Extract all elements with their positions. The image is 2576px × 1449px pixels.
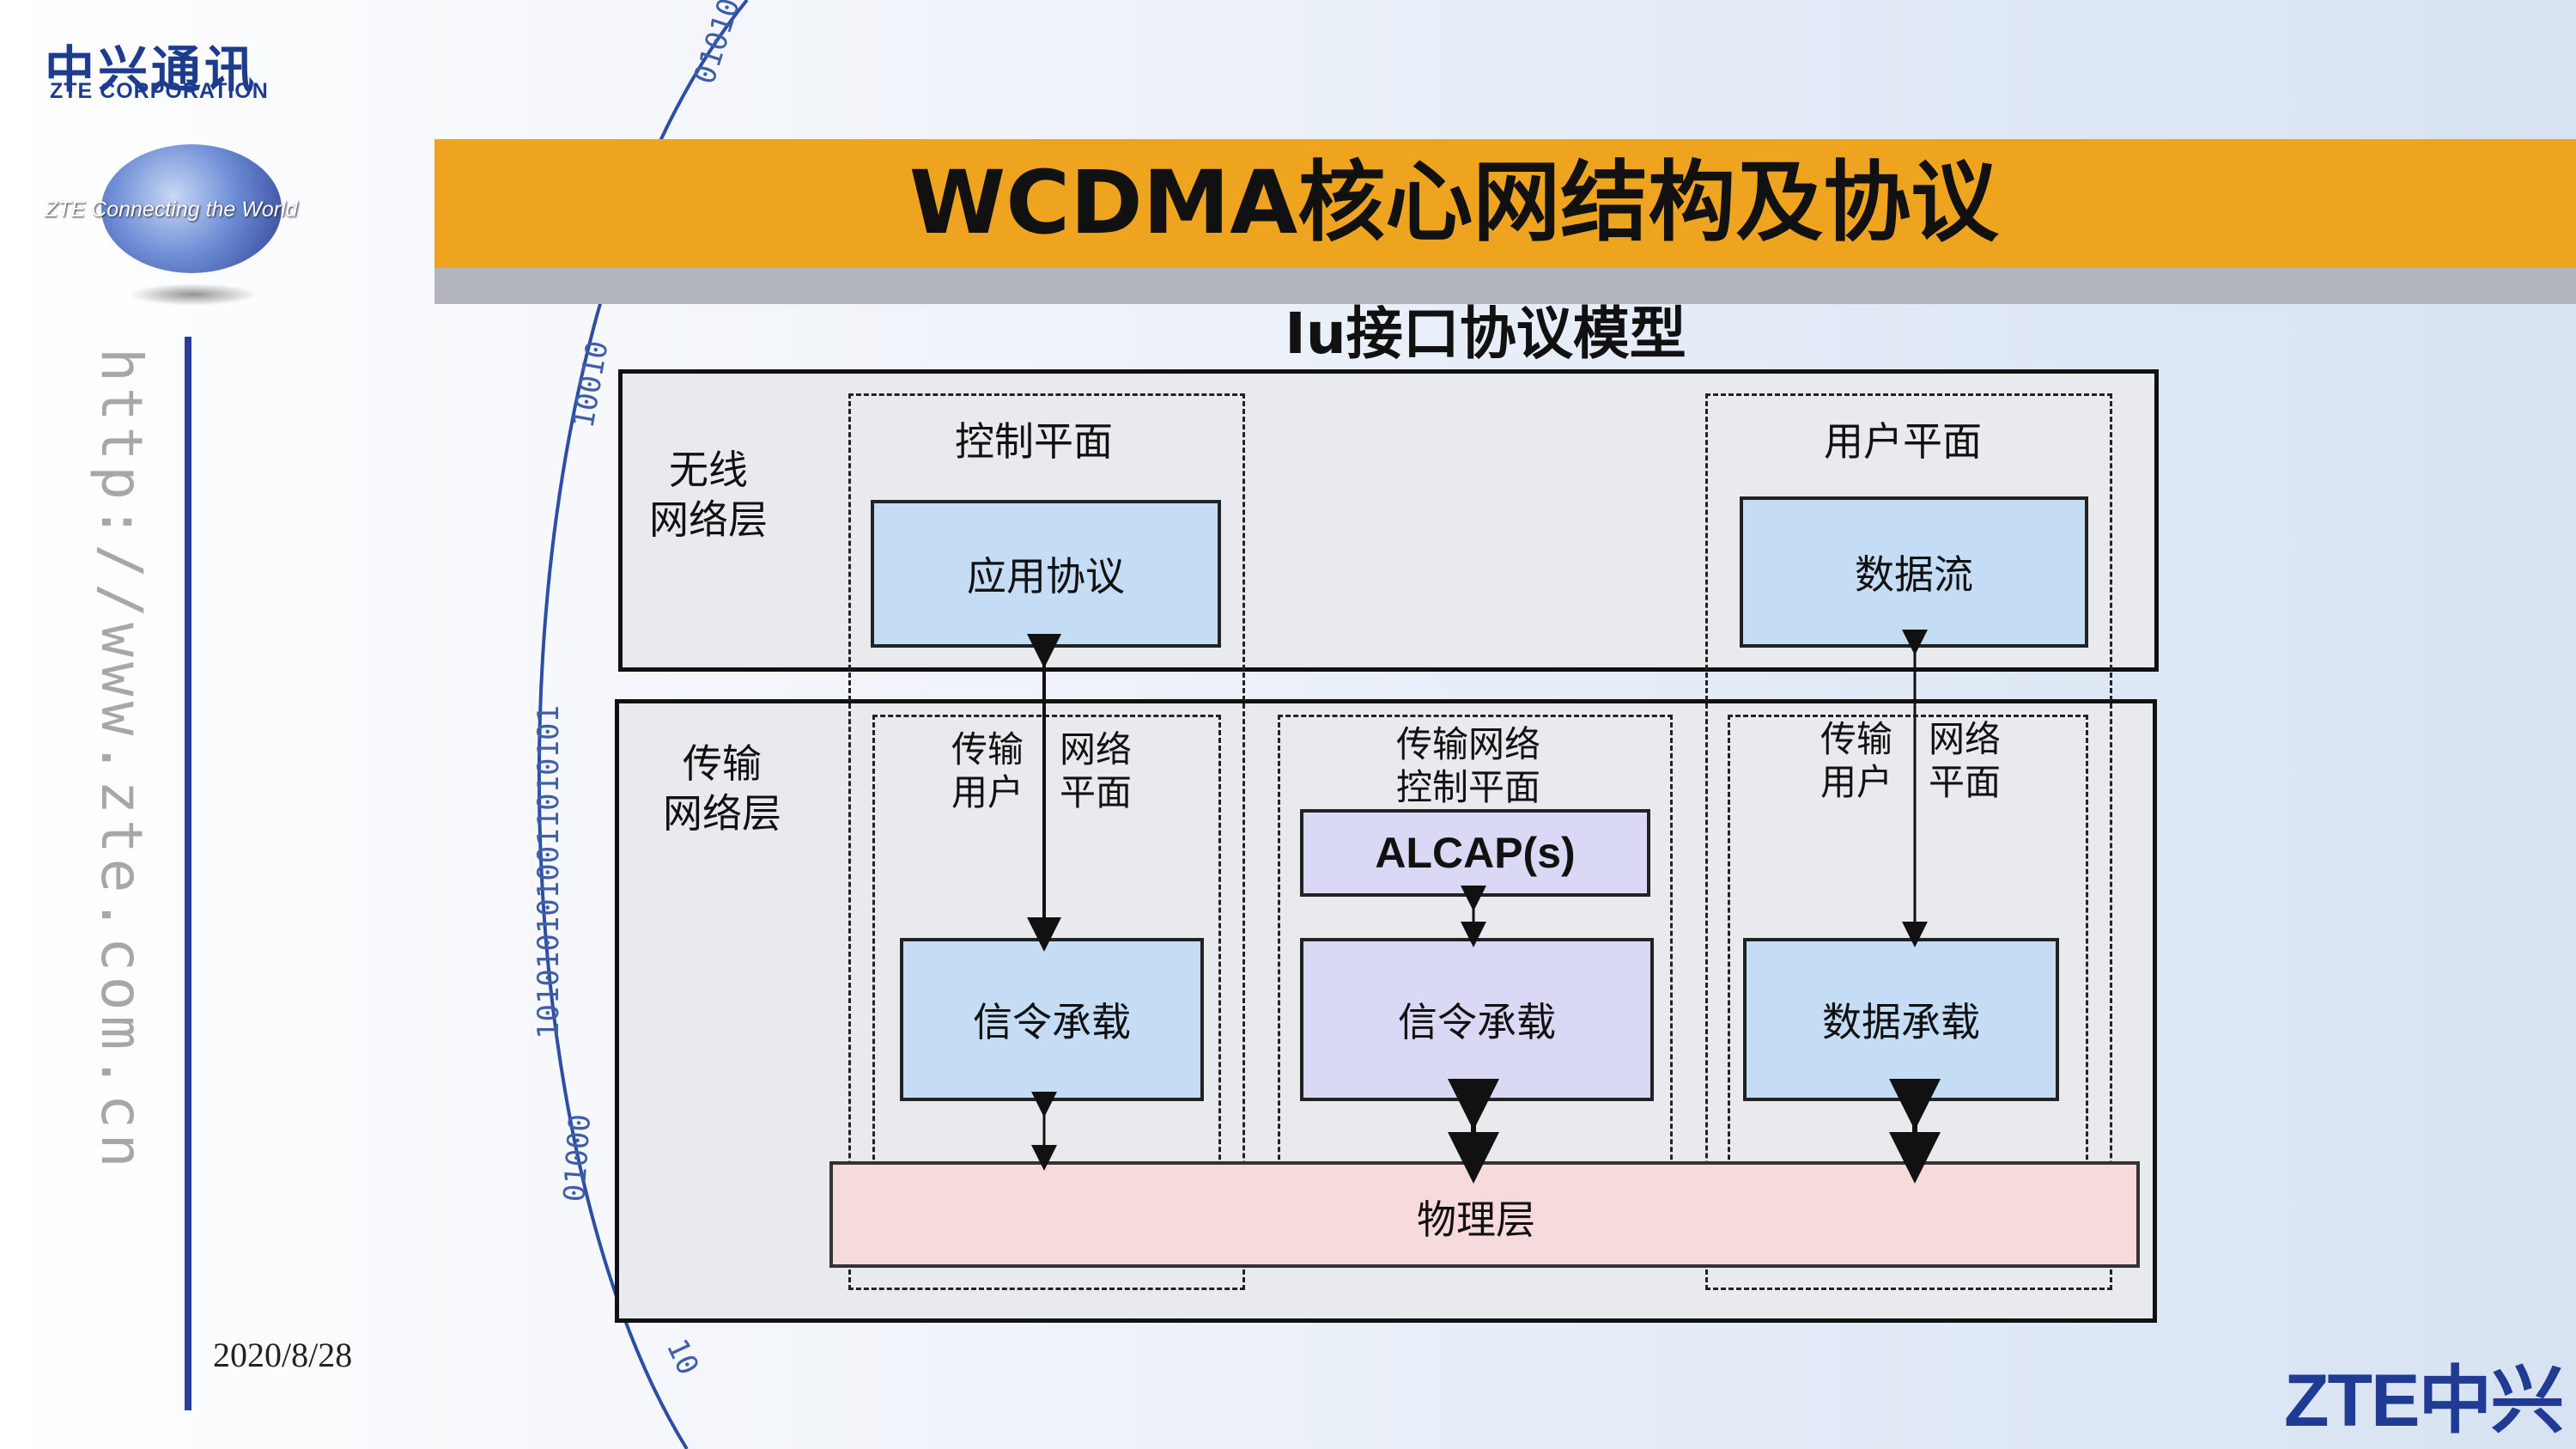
- vertical-accent-line: [185, 337, 191, 1410]
- title-bar-shadow: [434, 268, 2576, 304]
- tn-user-label-left-b: 网络 平面: [1060, 728, 1133, 813]
- globe-icon: [101, 144, 282, 273]
- transport-layer-label: 传输 网络层: [663, 740, 781, 837]
- slogan-text: ZTE Connecting the World: [45, 198, 298, 222]
- radio-layer-label: 无线 网络层: [649, 447, 768, 543]
- binary-digits-long: 1010101010011010101: [532, 705, 566, 1039]
- vertical-url: http://www.zte.com.cn: [88, 348, 155, 1173]
- tn-user-label-right-a: 传输 用户: [1820, 718, 1893, 803]
- zte-brand-logo: ZTE中兴: [2284, 1360, 2564, 1442]
- alcap-box: ALCAP(s): [1300, 809, 1650, 897]
- slide-subtitle: Iu接口协议模型: [1285, 301, 1686, 367]
- control-plane-label: 控制平面: [955, 418, 1113, 465]
- physical-layer-label: 物理层: [1417, 1196, 1535, 1243]
- tn-user-label-right-b: 网络 平面: [1929, 718, 2002, 803]
- control-plane-outline: [848, 393, 1245, 1290]
- data-bearer-box: 数据承载: [1743, 938, 2059, 1101]
- tn-control-plane-label: 传输网络 控制平面: [1396, 723, 1541, 808]
- tn-user-label-left-a: 传输 用户: [951, 728, 1024, 813]
- slide-title: WCDMA核心网结构及协议: [908, 152, 1999, 254]
- slide-date: 2020/8/28: [213, 1336, 353, 1374]
- signalling-bearer-box-2: 信令承载: [1300, 938, 1654, 1101]
- binary-digits-low: 01000: [557, 1113, 598, 1203]
- title-bar: [434, 139, 2576, 268]
- user-plane-label: 用户平面: [1824, 418, 1982, 465]
- zte-logo-english: ZTE CORPORATION: [50, 79, 269, 103]
- user-plane-outline: [1705, 393, 2112, 1290]
- signalling-bearer-box-1: 信令承载: [900, 938, 1204, 1101]
- zte-logo-chinese: 中兴通讯: [45, 40, 258, 99]
- globe-shadow: [129, 283, 258, 306]
